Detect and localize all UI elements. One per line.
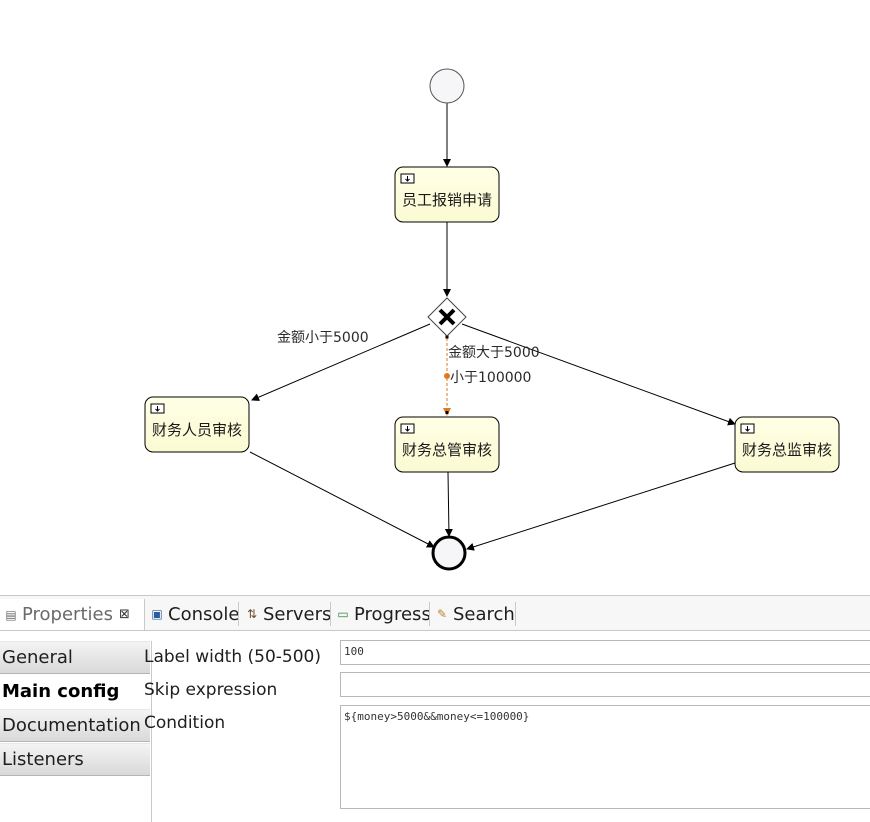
condition-textarea[interactable]: ${money>5000&&money<=100000} <box>340 705 870 809</box>
flow-gateway-to-finance-director[interactable] <box>461 323 736 426</box>
view-tab-bar: ▤ Properties ⊠ ▣ Console ⇅ Servers ▭ Pro… <box>0 595 870 631</box>
task-label: 财务总管审核 <box>402 441 492 459</box>
bpmn-canvas[interactable]: 员工报销申请 财务人员审核 财务总管审核 财务总监审核 金额小于5000 金额大… <box>0 0 870 595</box>
tab-separator <box>330 602 331 626</box>
skip-expression-input[interactable] <box>340 672 870 697</box>
task-label: 财务人员审核 <box>152 421 242 439</box>
section-main-config[interactable]: Main config <box>0 675 150 708</box>
tab-progress[interactable]: ▭ Progress <box>332 599 435 629</box>
task-finance-staff[interactable]: 财务人员审核 <box>144 396 250 453</box>
section-listeners[interactable]: Listeners <box>0 743 150 776</box>
tab-console[interactable]: ▣ Console <box>146 599 243 629</box>
start-event[interactable] <box>429 68 465 104</box>
console-icon: ▣ <box>151 607 163 621</box>
task-label: 财务总监审核 <box>742 441 832 459</box>
tab-servers[interactable]: ⇅ Servers <box>241 599 335 629</box>
task-submit[interactable]: 员工报销申请 <box>394 166 500 223</box>
tab-separator <box>515 602 516 626</box>
flow-gateway-to-finance-staff[interactable] <box>251 323 431 401</box>
gateway-x-icon <box>438 308 456 326</box>
flow-label-less-100000[interactable]: 小于100000 <box>450 370 531 386</box>
end-event[interactable] <box>431 535 467 571</box>
tab-label: Search <box>453 603 515 625</box>
search-icon: ✎ <box>436 607 448 621</box>
condition-label: Condition <box>144 713 226 733</box>
section-label: General <box>2 647 73 668</box>
selection-handle-bottom[interactable] <box>445 411 449 414</box>
section-documentation[interactable]: Documentation <box>0 709 150 742</box>
tab-search[interactable]: ✎ Search <box>431 599 519 629</box>
close-icon[interactable]: ⊠ <box>118 607 130 622</box>
tab-separator <box>238 602 239 626</box>
label-width-input[interactable]: 100 <box>340 640 870 665</box>
user-task-icon <box>740 423 755 434</box>
section-general[interactable]: General <box>0 641 150 674</box>
servers-icon: ⇅ <box>246 607 258 621</box>
tab-label: Servers <box>263 603 332 625</box>
task-finance-director[interactable]: 财务总监审核 <box>734 416 840 473</box>
section-list: General Main config Documentation Listen… <box>0 641 152 822</box>
tab-properties[interactable]: ▤ Properties ⊠ <box>0 599 145 630</box>
selection-handle-top[interactable] <box>445 335 449 339</box>
user-task-icon <box>150 403 165 414</box>
flow-finance-manager-to-end[interactable] <box>444 471 453 537</box>
tab-label: Progress <box>354 603 431 625</box>
task-finance-manager[interactable]: 财务总管审核 <box>394 416 500 473</box>
label-width-label: Label width (50-500) <box>144 647 322 667</box>
properties-panel: ▤ Properties ⊠ ▣ Console ⇅ Servers ▭ Pro… <box>0 595 870 822</box>
user-task-icon <box>400 173 415 184</box>
tab-separator <box>429 602 430 626</box>
flow-label-less-5000[interactable]: 金额小于5000 <box>277 330 369 346</box>
flow-finance-staff-to-end[interactable] <box>249 451 435 548</box>
exclusive-gateway[interactable] <box>427 297 467 337</box>
tab-label: Console <box>168 603 240 625</box>
bendpoint-handle[interactable] <box>444 373 450 379</box>
tab-label: Properties <box>22 604 113 625</box>
flow-finance-director-to-end[interactable] <box>466 462 736 551</box>
user-task-icon <box>400 423 415 434</box>
flow-label-more-5000[interactable]: 金额大于5000 <box>448 345 540 361</box>
section-label: Listeners <box>2 749 84 770</box>
progress-icon: ▭ <box>337 607 349 621</box>
skip-expression-label: Skip expression <box>144 680 278 700</box>
task-label: 员工报销申请 <box>402 191 492 209</box>
section-label: Documentation <box>2 715 141 736</box>
section-label: Main config <box>2 681 120 702</box>
properties-icon: ▤ <box>5 607 17 622</box>
